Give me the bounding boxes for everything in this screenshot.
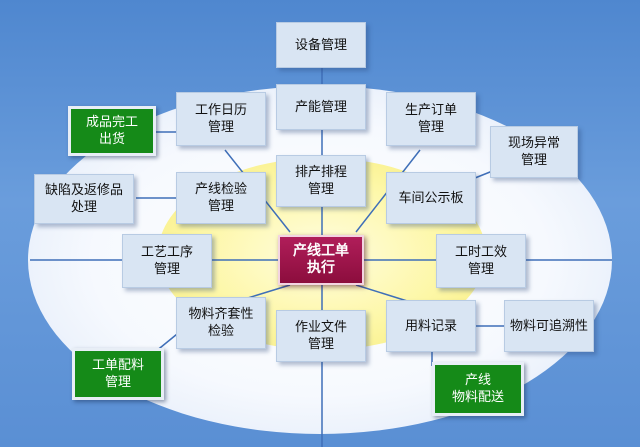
node-finished-goods[interactable]: 成品完工 出货 <box>68 106 156 156</box>
node-defect-repair[interactable]: 缺陷及返修品 处理 <box>34 174 134 224</box>
node-kitting-inspection[interactable]: 物料齐套性 检验 <box>176 297 266 349</box>
node-center-work-order[interactable]: 产线工单 执行 <box>278 235 364 285</box>
node-line-delivery[interactable]: 产线 物料配送 <box>432 362 524 416</box>
node-order-kitting[interactable]: 工单配料 管理 <box>72 348 164 400</box>
node-calendar[interactable]: 工作日历 管理 <box>176 92 266 146</box>
node-equipment[interactable]: 设备管理 <box>276 22 366 68</box>
node-work-documents[interactable]: 作业文件 管理 <box>276 310 366 362</box>
node-capacity[interactable]: 产能管理 <box>276 84 366 130</box>
node-material-traceability[interactable]: 物料可追溯性 <box>504 300 594 352</box>
node-line-inspection[interactable]: 产线检验 管理 <box>176 172 266 224</box>
node-scheduling[interactable]: 排产排程 管理 <box>276 155 366 207</box>
node-production-order[interactable]: 生产订单 管理 <box>386 92 476 146</box>
node-workshop-board[interactable]: 车间公示板 <box>386 172 476 224</box>
node-material-usage[interactable]: 用料记录 <box>386 300 476 352</box>
node-process-routing[interactable]: 工艺工序 管理 <box>122 234 212 288</box>
node-site-exception[interactable]: 现场异常 管理 <box>490 126 578 178</box>
node-labor-efficiency[interactable]: 工时工效 管理 <box>436 234 526 288</box>
